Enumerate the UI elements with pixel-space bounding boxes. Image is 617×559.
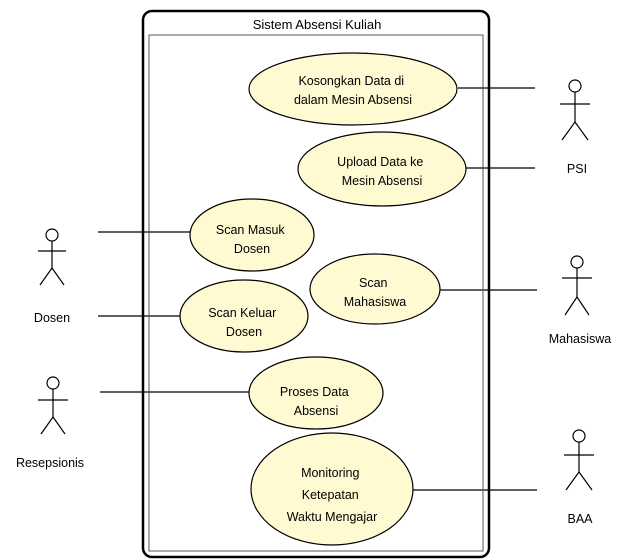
actor-label: Dosen [34,311,70,325]
use-case-label: Dosen [226,325,262,339]
use-case-scan-keluar[interactable]: Scan Keluar Dosen [179,279,309,353]
svg-text:Scan Masuk Dosen: Scan Masuk Dosen [216,223,288,256]
use-case-upload[interactable]: Upload Data ke Mesin Absensi [297,131,467,207]
actor-resepsionis[interactable]: Resepsionis [16,376,84,470]
svg-text:Upload Data ke Mesin Abs: Upload Data ke Mesin Absensi [337,155,427,188]
use-case-monitoring[interactable]: Monitoring Ketepatan Waktu Mengajar [250,432,414,546]
use-case-label: Dosen [234,242,270,256]
system-boundary: Sistem Absensi Kuliah [141,9,491,559]
actor-baa[interactable]: BAA [564,429,594,526]
stick-figure-icon [38,376,68,435]
actor-dosen[interactable]: Dosen [34,228,70,325]
actor-label: PSI [567,162,587,176]
actor-mahasiswa[interactable]: Mahasiswa [549,255,612,346]
stick-figure-icon [38,228,66,286]
actor-label: Resepsionis [16,456,84,470]
use-case-label: Absensi [294,404,338,418]
use-case-label: Proses Data [280,385,349,399]
stick-figure-icon [562,255,592,316]
use-case-label: Upload Data ke [337,155,423,169]
svg-text:Monitoring Ketepatan: Monitoring Ketepatan Waktu Mengajar [287,466,378,524]
use-case-label: Ketepatan [302,488,359,502]
stick-figure-icon [560,79,590,141]
use-case-kosongkan[interactable]: Kosongkan Data di dalam Mesin Absensi [248,52,458,126]
use-case-label: dalam Mesin Absensi [294,93,412,107]
system-title: Sistem Absensi Kuliah [253,17,382,32]
use-case-label: Mahasiswa [344,295,407,309]
svg-text:Scan Mahasiswa: Scan Mahasiswa [344,276,407,309]
svg-text:Proses Data Absensi: Proses Data Absensi [280,385,352,418]
stick-figure-icon [564,429,594,491]
use-case-label: Kosongkan Data di [298,74,404,88]
use-case-label: Scan Keluar [208,306,276,320]
use-case-label: Scan Masuk [216,223,286,237]
use-case-label: Mesin Absensi [342,174,423,188]
system-boundary-inner [148,34,484,552]
use-case-label: Monitoring [301,466,359,480]
system-boundary-outer [141,9,491,559]
use-case-label: Waktu Mengajar [287,510,378,524]
svg-text:Kosongkan Data di dalam: Kosongkan Data di dalam Mesin Absensi [294,74,412,107]
actor-label: BAA [567,512,593,526]
use-case-scan-masuk[interactable]: Scan Masuk Dosen [189,198,315,272]
use-case-proses[interactable]: Proses Data Absensi [248,356,384,430]
actor-psi[interactable]: PSI [560,79,590,176]
svg-text:Scan Keluar Dosen: Scan Keluar Dosen [208,306,280,339]
actor-label: Mahasiswa [549,332,612,346]
use-case-scan-mahasiswa[interactable]: Scan Mahasiswa [309,253,441,325]
use-case-label: Scan [359,276,388,290]
